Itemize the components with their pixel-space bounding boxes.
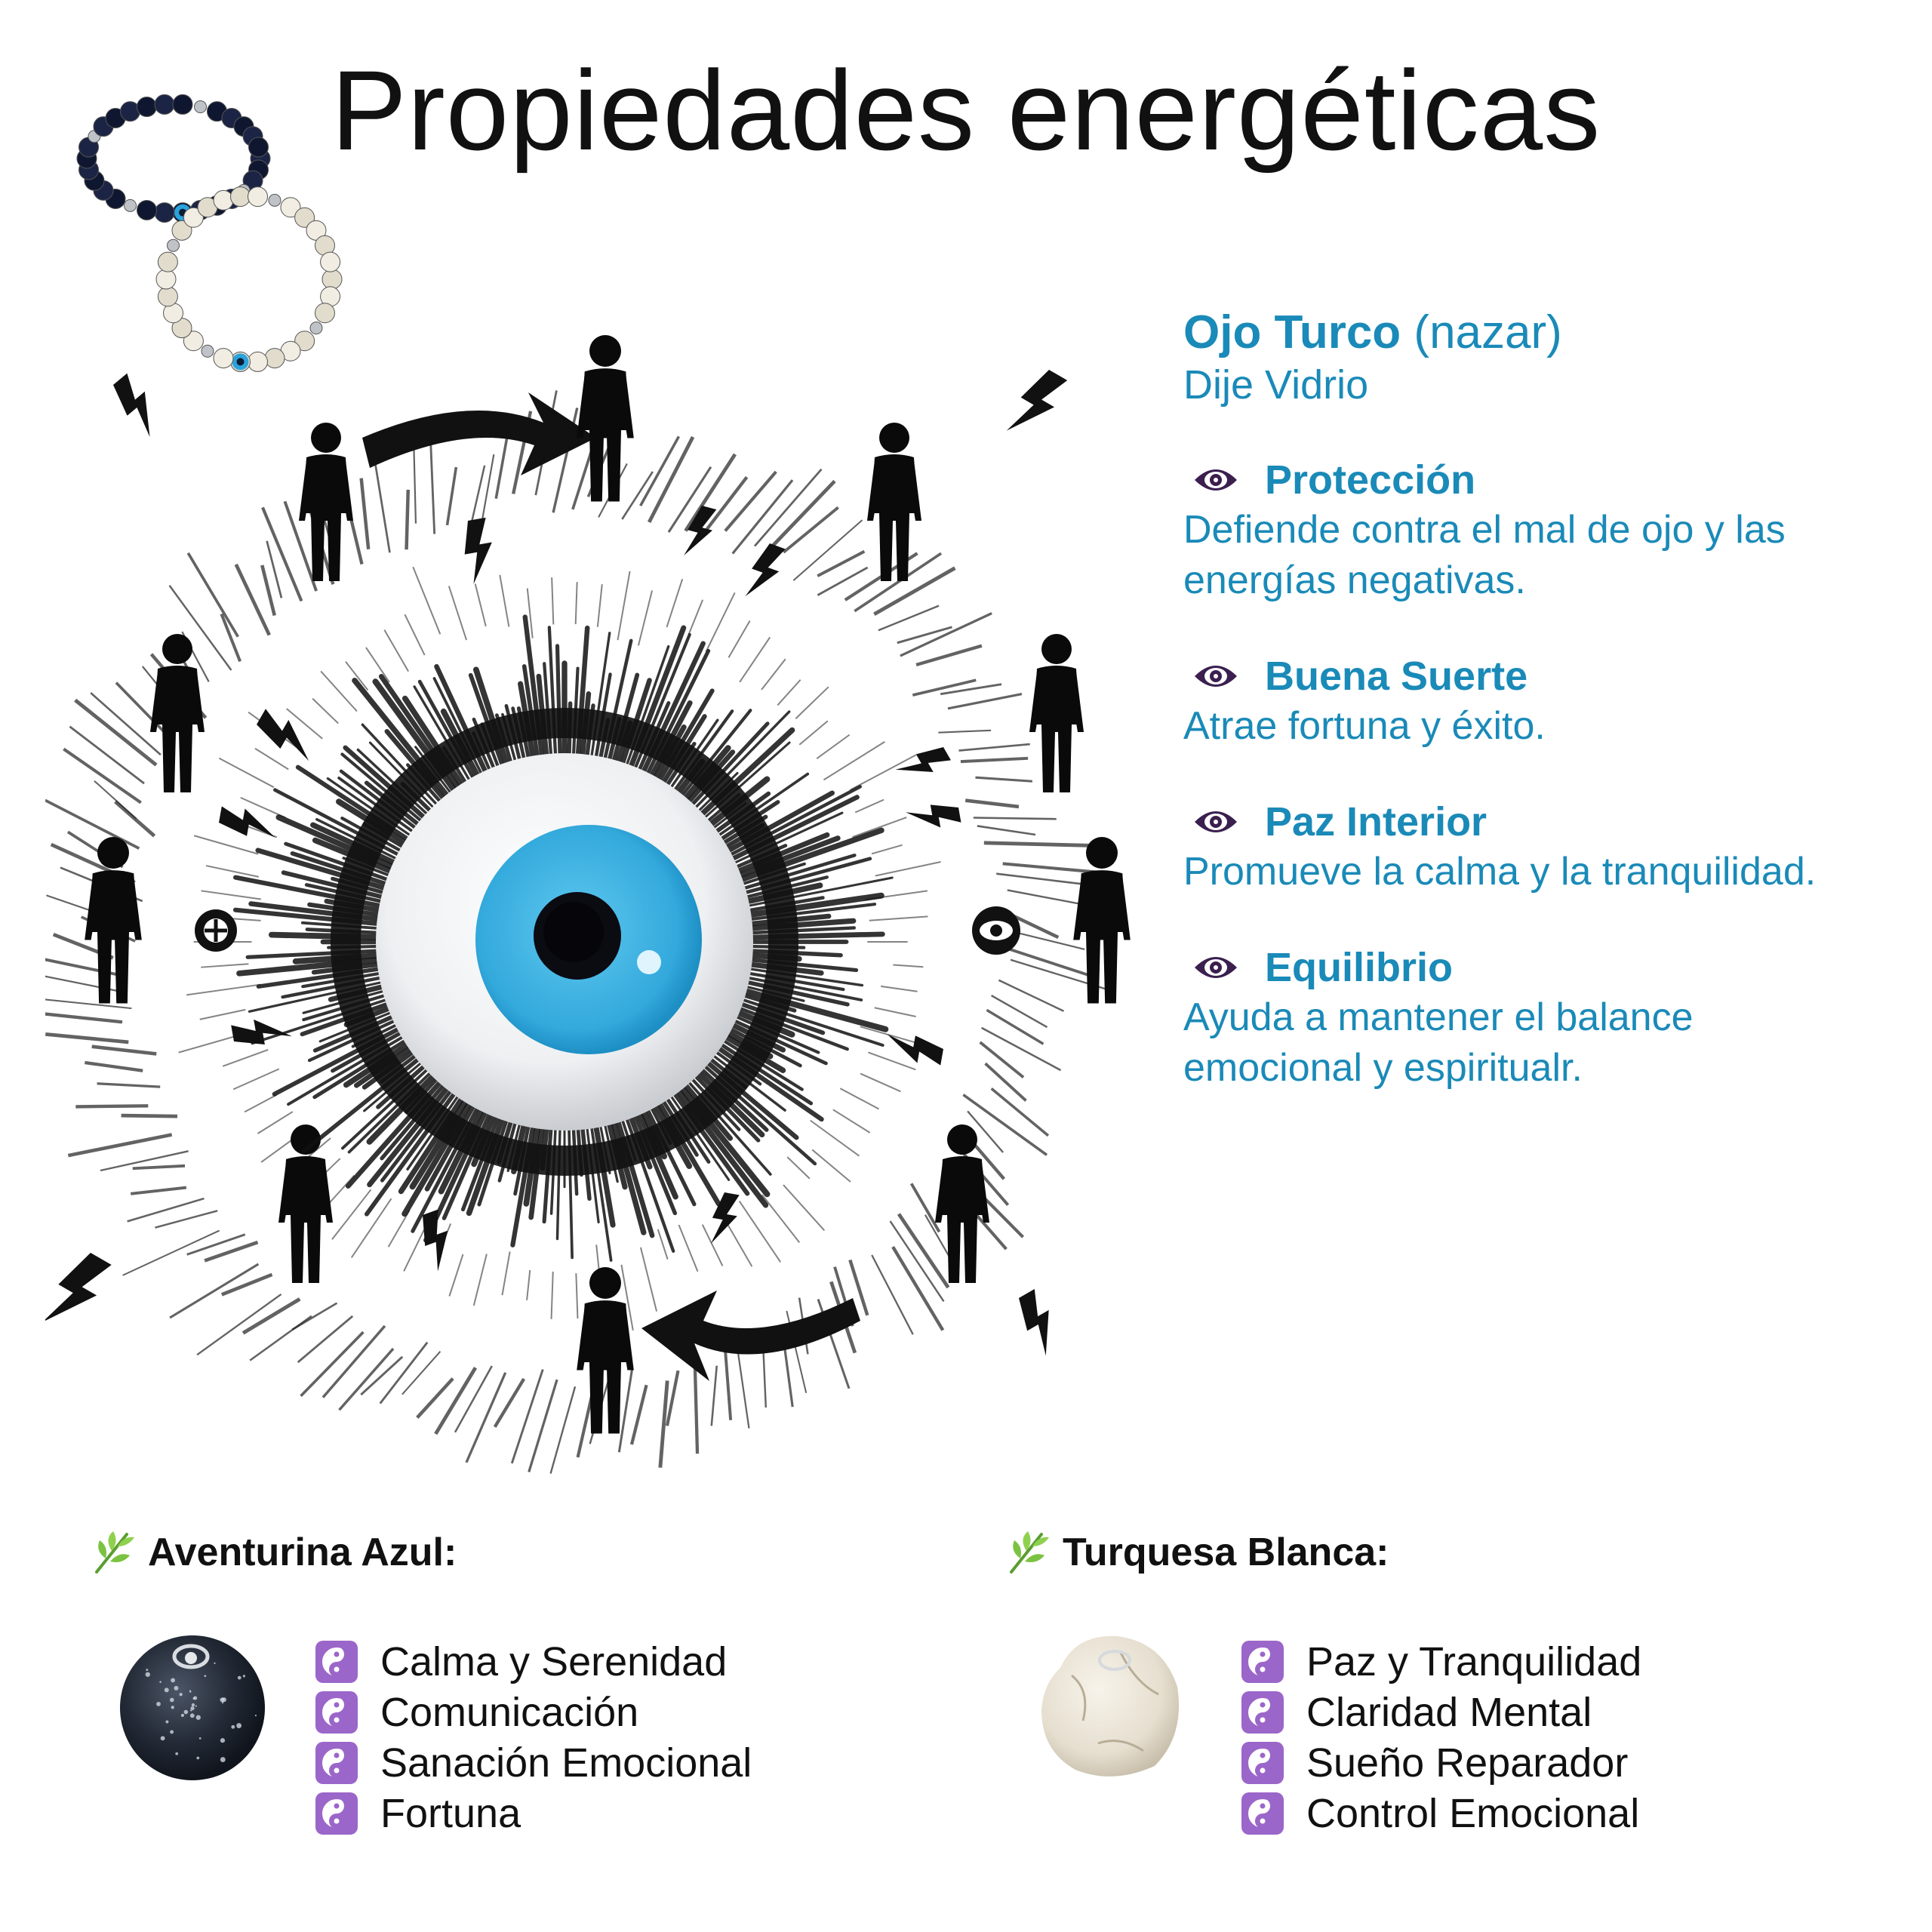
property-title: Equilibrio bbox=[1265, 945, 1453, 990]
property-desc-line: Ayuda a mantener el balance bbox=[1183, 995, 1694, 1039]
list-item-label: Fortuna bbox=[380, 1790, 521, 1836]
list-item-label: Sanación Emocional bbox=[380, 1740, 752, 1786]
bracelets-image bbox=[76, 94, 343, 372]
list-item-label: Claridad Mental bbox=[1306, 1689, 1592, 1735]
leaf-icon bbox=[1004, 1528, 1052, 1577]
list-item: Comunicación bbox=[315, 1687, 752, 1737]
property-desc-line: Defiende contra el mal de ojo y las bbox=[1183, 508, 1786, 552]
aventurina-properties-list: Calma y Serenidad Comunicación Sanación … bbox=[315, 1636, 752, 1838]
list-item: Calma y Serenidad bbox=[315, 1636, 752, 1687]
ojo-turco-info: Ojo Turco (nazar) Dije Vidrio Protección… bbox=[1183, 306, 1908, 1094]
property-title: Buena Suerte bbox=[1265, 654, 1528, 699]
eye-icon bbox=[1192, 951, 1239, 984]
cross-symbol bbox=[195, 909, 237, 952]
yin-yang-icon bbox=[1241, 1792, 1284, 1835]
list-item: Claridad Mental bbox=[1241, 1687, 1641, 1737]
property-proteccion: Protección Defiende contra el mal de ojo… bbox=[1183, 455, 1908, 606]
yin-yang-icon bbox=[1241, 1641, 1284, 1683]
list-item-label: Calma y Serenidad bbox=[380, 1638, 728, 1684]
list-item: Control Emocional bbox=[1241, 1788, 1641, 1838]
eye-symbol bbox=[972, 906, 1020, 955]
property-title: Protección bbox=[1265, 457, 1476, 503]
yin-yang-icon bbox=[315, 1792, 358, 1835]
list-item-label: Sueño Reparador bbox=[1306, 1740, 1629, 1786]
list-item: Fortuna bbox=[315, 1788, 752, 1838]
leaf-icon bbox=[89, 1528, 137, 1577]
yin-yang-icon bbox=[315, 1641, 358, 1683]
evil-eye-illustration bbox=[45, 335, 1131, 1474]
property-desc-line: energías negativas. bbox=[1183, 558, 1526, 602]
yin-yang-icon bbox=[315, 1691, 358, 1734]
evil-eye-bead bbox=[376, 753, 753, 1131]
list-item-label: Paz y Tranquilidad bbox=[1306, 1638, 1642, 1684]
property-equilibrio: Equilibrio Ayuda a mantener el balance e… bbox=[1183, 943, 1908, 1094]
stone-name: Turquesa Blanca: bbox=[1063, 1531, 1389, 1574]
turquesa-bead-image bbox=[1041, 1635, 1179, 1777]
property-desc-line: Promueve la calma y la tranquilidad. bbox=[1183, 850, 1817, 894]
list-item-label: Comunicación bbox=[380, 1689, 639, 1735]
yin-yang-icon bbox=[1241, 1691, 1284, 1734]
stone-turquesa-blanca: Turquesa Blanca: bbox=[1004, 1528, 1389, 1577]
property-desc-line: Atrae fortuna y éxito. bbox=[1183, 704, 1546, 748]
list-item: Paz y Tranquilidad bbox=[1241, 1636, 1641, 1687]
eye-icon bbox=[1192, 463, 1239, 497]
property-paz-interior: Paz Interior Promueve la calma y la tran… bbox=[1183, 797, 1908, 897]
yin-yang-icon bbox=[1241, 1742, 1284, 1784]
ojo-turco-name: Ojo Turco bbox=[1183, 306, 1401, 358]
stone-name: Aventurina Azul: bbox=[148, 1531, 457, 1574]
list-item: Sanación Emocional bbox=[315, 1737, 752, 1788]
turquesa-properties-list: Paz y Tranquilidad Claridad Mental Sueño… bbox=[1241, 1636, 1641, 1838]
list-item: Sueño Reparador bbox=[1241, 1737, 1641, 1788]
aventurina-bead-image bbox=[120, 1635, 265, 1780]
ojo-turco-subtitle: Dije Vidrio bbox=[1183, 362, 1369, 408]
eye-icon bbox=[1192, 660, 1239, 693]
property-title: Paz Interior bbox=[1265, 799, 1487, 844]
ojo-turco-note: (nazar) bbox=[1414, 306, 1562, 358]
yin-yang-icon bbox=[315, 1742, 358, 1784]
page-title: Propiedades energéticas bbox=[331, 47, 1601, 174]
property-buena-suerte: Buena Suerte Atrae fortuna y éxito. bbox=[1183, 651, 1908, 752]
list-item-label: Control Emocional bbox=[1306, 1790, 1640, 1836]
ojo-turco-heading: Ojo Turco (nazar) bbox=[1183, 306, 1908, 360]
property-desc-line: emocional y espiritualr. bbox=[1183, 1046, 1583, 1090]
eye-icon bbox=[1192, 805, 1239, 838]
stone-aventurina-azul: Aventurina Azul: bbox=[89, 1528, 457, 1577]
